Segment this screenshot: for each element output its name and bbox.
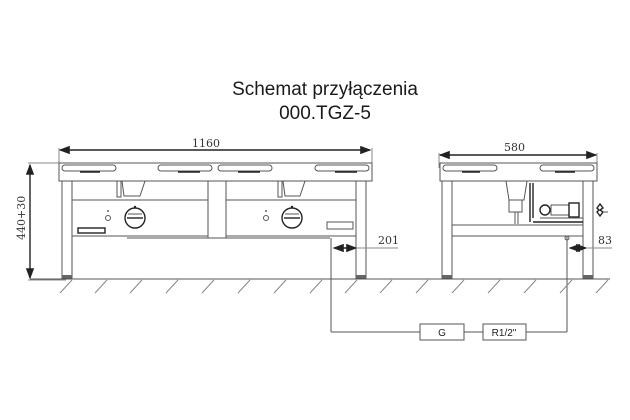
gas-valve-icon [596, 202, 605, 218]
floor-line [30, 278, 610, 294]
front-view: 1160 440+30 [15, 137, 399, 325]
thread-size-label: R1/2" [492, 328, 517, 339]
diagram-title: Schemat przyłączenia [232, 79, 418, 100]
model-number: 000.TGZ-5 [279, 103, 371, 124]
right-control-knob [281, 205, 303, 229]
gas-type-label: G [438, 328, 446, 339]
brand-plate [77, 227, 106, 234]
side-view: 580 83 [438, 141, 612, 325]
side-offset-label: 83 [598, 234, 612, 247]
label-plate [326, 221, 354, 230]
connection-offset-label: 201 [378, 234, 399, 247]
left-control-knob [124, 205, 146, 229]
width-dimension-label: 1160 [192, 137, 220, 150]
gas-connection: G R1/2" [330, 323, 568, 341]
depth-dimension-label: 580 [504, 141, 525, 154]
height-dimension-label: 440+30 [15, 196, 28, 240]
right-igniter-icon [263, 215, 269, 221]
left-igniter-icon [105, 215, 111, 221]
